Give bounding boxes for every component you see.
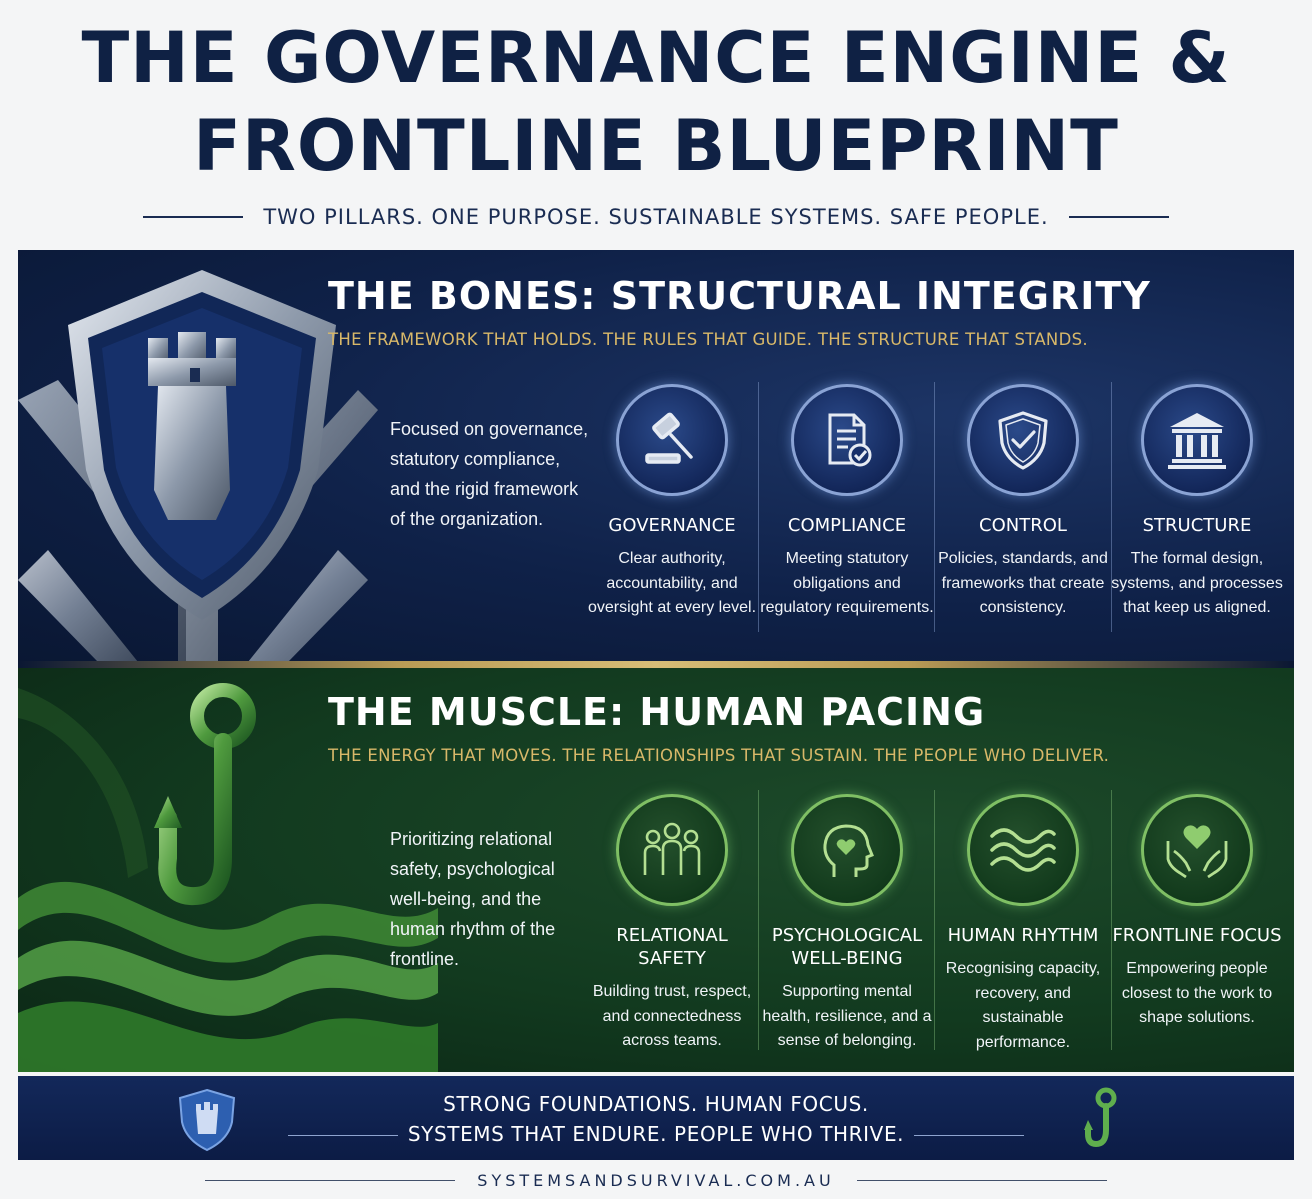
pillar-desc: Supporting mental health, resilience, an… <box>762 983 932 1049</box>
bones-title: THE BONES: STRUCTURAL INTEGRITY <box>328 274 1151 318</box>
column-divider <box>758 790 759 1050</box>
tagline-rule-right <box>1068 216 1169 218</box>
pillar-name: GOVERNANCE <box>608 515 736 536</box>
tower-shield-icon <box>178 1088 236 1152</box>
shield-check-icon <box>967 384 1079 496</box>
column-divider <box>758 382 759 632</box>
pillar-desc: Meeting statutory obligations and regula… <box>760 550 934 616</box>
muscle-title: THE MUSCLE: HUMAN PACING <box>328 690 986 734</box>
muscle-subtitle: THE ENERGY THAT MOVES. THE RELATIONSHIPS… <box>328 746 1110 765</box>
pillar-desc: Recognising capacity, recovery, and sust… <box>945 960 1101 1051</box>
pillar-desc: Policies, standards, and frameworks that… <box>938 550 1108 616</box>
page-title: THE GOVERNANCE ENGINE & FRONTLINE BLUEPR… <box>0 14 1312 190</box>
pillar-relational-safety: RELATIONAL SAFETY Building trust, respec… <box>584 794 760 1054</box>
pillar-name: PSYCHOLOGICAL WELL-BEING <box>771 925 923 969</box>
castle-tower-shield-icon <box>18 270 378 662</box>
hands-heart-icon <box>1141 794 1253 906</box>
website-url: SYSTEMSANDSURVIVAL.COM.AU <box>477 1170 835 1190</box>
pillar-desc: The formal design, systems, and processe… <box>1111 550 1283 616</box>
muscle-panel: THE MUSCLE: HUMAN PACING THE ENERGY THAT… <box>18 668 1294 1072</box>
pillar-control: CONTROL Policies, standards, and framewo… <box>935 384 1111 621</box>
footer-band: STRONG FOUNDATIONS. HUMAN FOCUS. SYSTEMS… <box>18 1076 1294 1160</box>
column-divider <box>1111 382 1112 632</box>
footer-rule-right <box>914 1135 1024 1136</box>
title-line-1: THE GOVERNANCE ENGINE & <box>81 17 1231 99</box>
pillar-human-rhythm: HUMAN RHYTHM Recognising capacity, recov… <box>935 794 1111 1055</box>
pillar-frontline-focus: FRONTLINE FOCUS Empowering people closes… <box>1109 794 1285 1031</box>
url-rule-right <box>856 1179 1107 1181</box>
title-line-2: FRONTLINE BLUEPRINT <box>193 105 1119 187</box>
pillar-compliance: COMPLIANCE Meeting statutory obligations… <box>759 384 935 621</box>
url-row: SYSTEMSANDSURVIVAL.COM.AU <box>0 1166 1312 1194</box>
footer-rule-left <box>288 1135 398 1136</box>
url-rule-left <box>205 1179 456 1181</box>
people-group-icon <box>616 794 728 906</box>
pillar-governance: GOVERNANCE Clear authority, accountabili… <box>584 384 760 621</box>
column-divider <box>1111 790 1112 1050</box>
tagline-row: TWO PILLARS. ONE PURPOSE. SUSTAINABLE SY… <box>0 200 1312 234</box>
bones-subtitle: THE FRAMEWORK THAT HOLDS. THE RULES THAT… <box>328 330 1088 349</box>
pillar-name: COMPLIANCE <box>787 515 907 536</box>
column-divider <box>934 382 935 632</box>
pillar-name: RELATIONAL SAFETY <box>616 925 728 969</box>
tagline-rule-left <box>143 216 244 218</box>
fish-hook-icon <box>1084 1087 1117 1148</box>
pillar-psychological-well-being: PSYCHOLOGICAL WELL-BEING Supporting ment… <box>759 794 935 1054</box>
pillar-name: HUMAN RHYTHM <box>947 925 1099 946</box>
column-divider <box>934 790 935 1050</box>
pillar-desc: Empowering people closest to the work to… <box>1121 960 1273 1026</box>
footer-line-2: SYSTEMS THAT ENDURE. PEOPLE WHO THRIVE. <box>407 1122 905 1146</box>
bones-intro: Focused on governance, statutory complia… <box>390 419 589 529</box>
pillar-name: STRUCTURE <box>1142 515 1252 536</box>
pillar-desc: Building trust, respect, and connectedne… <box>592 983 752 1049</box>
bones-panel: THE BONES: STRUCTURAL INTEGRITY THE FRAM… <box>18 250 1294 662</box>
fish-hook-waves-icon <box>18 683 438 1072</box>
pillar-structure: STRUCTURE The formal design, systems, an… <box>1109 384 1285 621</box>
document-check-icon <box>791 384 903 496</box>
building-columns-icon <box>1141 384 1253 496</box>
pillar-desc: Clear authority, accountability, and ove… <box>587 550 757 616</box>
tagline: TWO PILLARS. ONE PURPOSE. SUSTAINABLE SY… <box>263 205 1049 229</box>
pillar-name: CONTROL <box>979 515 1067 536</box>
muscle-intro: Prioritizing relational safety, psycholo… <box>390 829 556 969</box>
footer-line-1: STRONG FOUNDATIONS. HUMAN FOCUS. <box>443 1092 869 1116</box>
panel-divider <box>18 661 1294 668</box>
head-heart-icon <box>791 794 903 906</box>
pillar-name: FRONTLINE FOCUS <box>1112 925 1282 946</box>
waves-icon <box>967 794 1079 906</box>
gavel-icon <box>616 384 728 496</box>
